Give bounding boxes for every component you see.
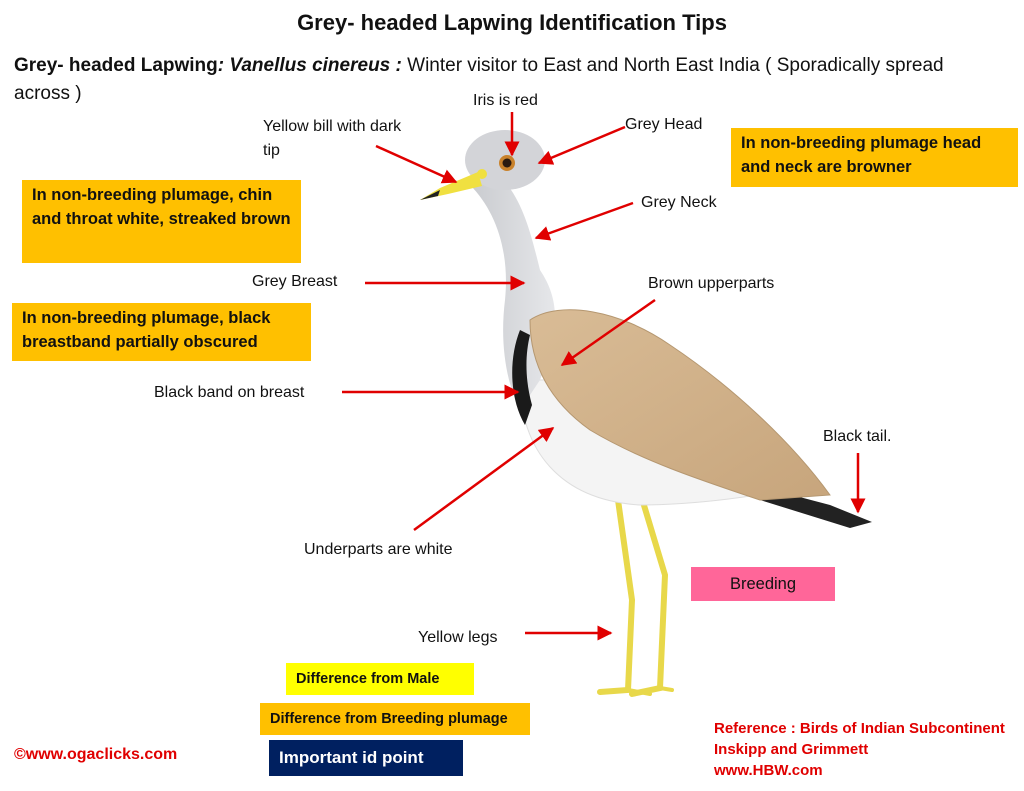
credit-link[interactable]: ©www.ogaclicks.com <box>14 746 178 763</box>
page-title: Grey- headed Lapwing Identification Tips <box>297 10 727 35</box>
arrow-underparts <box>413 426 555 532</box>
reference-title: Reference : Birds of Indian Subcontinent <box>714 720 1005 737</box>
arrow-grey-head <box>537 125 626 165</box>
arrow-grey-neck <box>534 201 634 241</box>
reference-authors: Inskipp and Grimmett <box>714 741 869 758</box>
label-bill-line1: Yellow bill with dark <box>263 118 402 135</box>
label-iris: Iris is red <box>473 92 538 109</box>
arrows <box>342 112 866 641</box>
legend-difference-male: Difference from Male <box>286 663 474 695</box>
label-grey-breast: Grey Breast <box>252 273 338 290</box>
legend-important-id: Important id point <box>269 740 463 776</box>
arrow-bill <box>375 144 458 184</box>
label-black-tail: Black tail. <box>823 428 892 445</box>
note-chin-throat: In non-breeding plumage, chin and throat… <box>22 180 301 263</box>
bird-legs <box>597 489 674 697</box>
label-grey-neck: Grey Neck <box>641 194 717 211</box>
arrow-upperparts <box>560 298 656 367</box>
note-breastband: In non-breeding plumage, black breastban… <box>12 303 311 361</box>
label-bill-line2: tip <box>263 142 280 159</box>
note-head-neck: In non-breeding plumage head and neck ar… <box>731 128 1018 187</box>
range-description: Winter visitor to East and North East In… <box>14 55 944 104</box>
label-underparts: Underparts are white <box>304 541 453 558</box>
species-description: Grey- headed Lapwing: Vanellus cinereus … <box>14 52 1004 108</box>
label-upperparts: Brown upperparts <box>648 275 775 292</box>
bird-breast-band <box>512 330 532 425</box>
bird-wing <box>529 309 831 501</box>
species-name: Grey- headed Lapwing <box>14 55 218 76</box>
label-black-band: Black band on breast <box>154 384 305 401</box>
label-yellow-legs: Yellow legs <box>418 629 498 646</box>
reference-link[interactable]: www.HBW.com <box>714 762 823 779</box>
legend-breeding: Breeding <box>691 567 835 601</box>
legend-difference-breeding: Difference from Breeding plumage <box>260 703 530 735</box>
scientific-name: : Vanellus cinereus : <box>217 55 402 76</box>
label-grey-head: Grey Head <box>625 116 703 133</box>
